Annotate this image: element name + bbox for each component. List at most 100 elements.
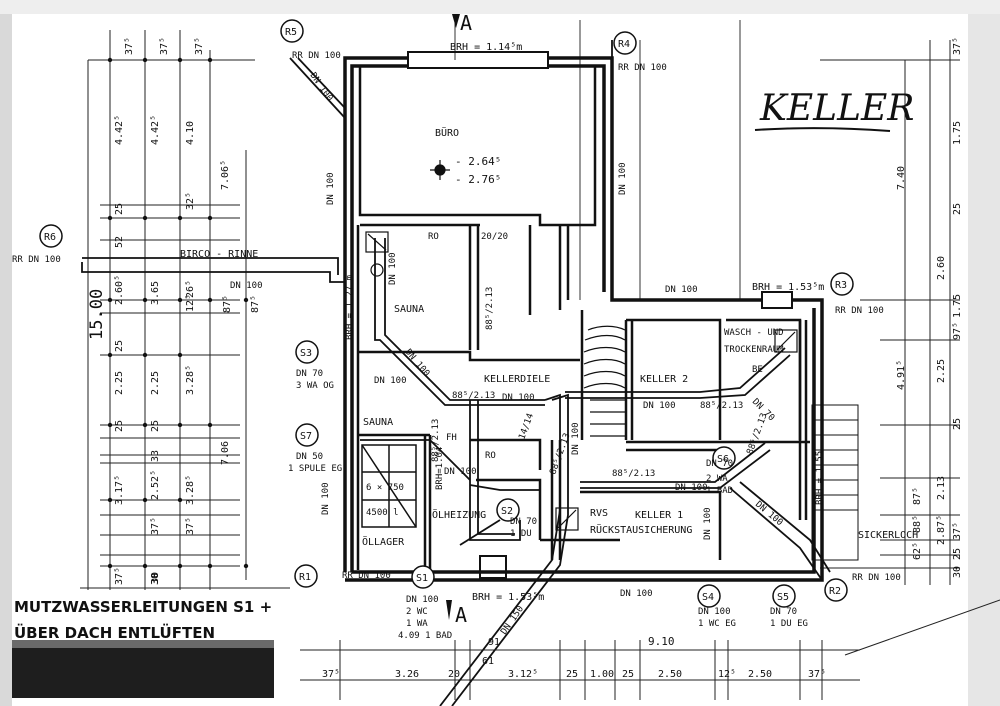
point-s6: S6 bbox=[717, 454, 729, 465]
pipe-dn70-a: DN 70 bbox=[706, 459, 733, 469]
pipe-dn100-b: DN 100 bbox=[326, 172, 336, 205]
pipe-rr-r3: RR DN 100 bbox=[835, 306, 884, 316]
dimension-label: 2.87⁵ bbox=[936, 515, 947, 545]
room-label-sauna-upper: SAUNA bbox=[394, 304, 424, 315]
dark-corner-block bbox=[12, 646, 274, 698]
stack-s2-line1: DN 70 bbox=[510, 517, 537, 527]
dimension-label: 2.50 bbox=[658, 669, 682, 680]
dim-bottom-small-chain: 61 91 bbox=[482, 637, 500, 667]
dimension-label: 20 bbox=[448, 669, 460, 680]
dimension-label: 3.26 bbox=[395, 669, 419, 680]
dimension-label: 25 bbox=[622, 669, 634, 680]
label-be: BE bbox=[752, 365, 763, 375]
stack-s5-line2: 1 DU EG bbox=[770, 619, 808, 629]
room-label-buero: BÜRO bbox=[435, 126, 459, 139]
bottom-dimension-lines bbox=[300, 599, 1000, 700]
pipe-dn100-q: DN 100 bbox=[620, 589, 653, 599]
left-margin-shade bbox=[0, 0, 12, 706]
window-frames bbox=[407, 51, 793, 579]
dimension-label: 32⁵ bbox=[185, 192, 196, 210]
dimension-label: 2.25 bbox=[114, 371, 125, 395]
dimension-label: 2.60 bbox=[936, 256, 947, 280]
dimension-label: 3.65 bbox=[150, 281, 161, 305]
dim-right-chain-b: 2.602.252.132.87⁵ bbox=[936, 256, 947, 545]
reference-circles bbox=[39, 19, 854, 608]
level-brh-left: BRH = 1.27 m bbox=[345, 275, 355, 340]
section-mark-top: A bbox=[460, 11, 472, 35]
dimension-label: 25 bbox=[566, 669, 578, 680]
dimension-label: 3.12⁵ bbox=[508, 669, 538, 680]
slope-label-1: 88⁵/2.13 bbox=[485, 287, 495, 330]
dimension-label: 2.25 bbox=[150, 371, 161, 395]
room-label-oellager: ÖLLAGER bbox=[362, 535, 405, 548]
dimension-label: 52 bbox=[114, 236, 125, 248]
dimension-label: 91 bbox=[488, 637, 500, 648]
stack-s4-line1: DN 100 bbox=[698, 607, 731, 617]
dimension-label: 2.52⁵ bbox=[150, 470, 161, 500]
point-s5: S5 bbox=[777, 592, 789, 603]
section-arrows bbox=[446, 14, 460, 620]
dimension-label: 30 bbox=[150, 572, 161, 584]
dimension-label: 25 bbox=[952, 418, 963, 430]
stack-s4-line2: 1 WC EG bbox=[698, 619, 736, 629]
room-label-keller1: KELLER 1 bbox=[635, 510, 683, 521]
pipe-dn100-d: DN 100 bbox=[665, 285, 698, 295]
pipe-rr-r2: RR DN 100 bbox=[852, 573, 901, 583]
oil-tank-grid bbox=[361, 444, 417, 528]
dimension-label: 37⁵ bbox=[322, 669, 340, 680]
top-margin-shade bbox=[0, 0, 1000, 14]
dimension-label: 30 bbox=[150, 573, 161, 585]
oil-tank-row-1: 6 × 750 bbox=[366, 483, 404, 493]
level-floor-1: - 2.64⁵ bbox=[455, 155, 501, 168]
dimension-label: 12⁵ bbox=[185, 294, 196, 312]
label-rueckstausicherung: RÜCKSTAUSICHERUNG bbox=[590, 523, 692, 536]
level-brh-104: BRH=1.04 bbox=[435, 447, 445, 490]
dimension-label: 25 bbox=[952, 548, 963, 560]
dimension-label: 37⁵ bbox=[150, 517, 161, 535]
label-vent-20-20: 20/20 bbox=[481, 232, 508, 242]
inner-walls bbox=[356, 66, 810, 570]
dimension-label: 7.40 bbox=[896, 166, 907, 190]
dimension-label: 7.06⁵ bbox=[220, 160, 231, 190]
dimension-label: 12⁵ bbox=[718, 669, 736, 680]
point-s3: S3 bbox=[300, 348, 312, 359]
pipe-rr-r4: RR DN 100 bbox=[618, 63, 667, 73]
pipe-dn150: DN 150 bbox=[499, 604, 526, 636]
dimension-label: 25 bbox=[150, 420, 161, 432]
dimension-label: 3.28⁵ bbox=[185, 365, 196, 395]
dimension-label: 25 bbox=[114, 203, 125, 215]
pipe-rr-r6: RR DN 100 bbox=[12, 255, 61, 265]
dimension-label: 97⁵ bbox=[952, 322, 963, 340]
stack-s5-line1: DN 70 bbox=[770, 607, 797, 617]
room-label-sauna-lower: SAUNA bbox=[363, 417, 393, 428]
right-dimension-lines bbox=[820, 40, 960, 585]
level-brh-top: BRH = 1.14⁵m bbox=[450, 42, 522, 53]
dimension-label: 4.10 bbox=[185, 121, 196, 145]
dimension-label: 25 bbox=[114, 420, 125, 432]
dimension-label: 87⁵ bbox=[912, 487, 923, 505]
dimension-label: 37⁵ bbox=[124, 37, 135, 55]
dimension-label: 1.75 bbox=[952, 294, 963, 318]
label-fh: FH bbox=[446, 433, 457, 443]
dimension-label: 61 bbox=[482, 656, 494, 667]
dimension-label: 2.60⁵ bbox=[114, 275, 125, 305]
dimension-label: 25 bbox=[114, 340, 125, 352]
stack-s3-line1: DN 70 bbox=[296, 369, 323, 379]
slope-label-4: 88⁵/2.13 bbox=[431, 419, 441, 462]
pipe-dn100-h: DN 100 bbox=[374, 376, 407, 386]
dimension-label: 3.17⁵ bbox=[114, 475, 125, 505]
slope-label-2: 88⁵/2.13 bbox=[452, 391, 495, 401]
dimension-label: 37⁵ bbox=[114, 567, 125, 585]
dimension-label: 26⁵ bbox=[185, 280, 196, 298]
point-r2: R2 bbox=[829, 586, 841, 597]
pipe-dn100-j: DN 100 bbox=[643, 401, 676, 411]
label-sickerloch: SICKERLOCH bbox=[858, 530, 918, 541]
level-brh-r3: BRH = 1.53⁵m bbox=[752, 282, 824, 293]
